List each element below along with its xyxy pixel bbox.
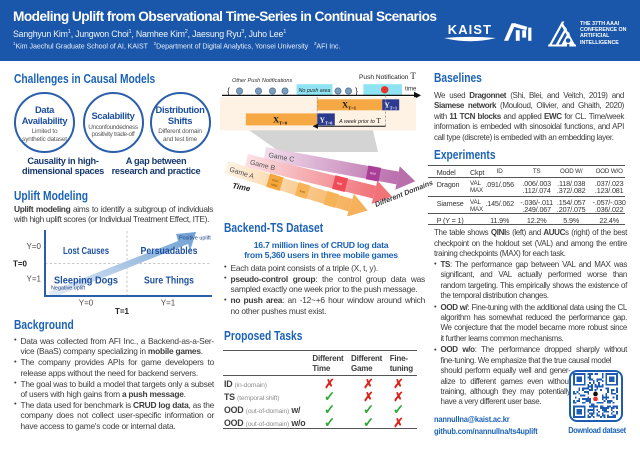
svg-text:Push Notification T: Push Notification T <box>359 71 416 81</box>
svg-text:Other Push Notifications: Other Push Notifications <box>232 78 293 84</box>
svg-text:T=1: T=1 <box>115 307 130 316</box>
svg-text:}: } <box>355 86 358 96</box>
svg-text:valid: valid <box>270 182 278 188</box>
svg-text:YT=1: YT=1 <box>384 101 397 111</box>
svg-text:No push area: No push area <box>299 88 331 94</box>
svg-text:Persuadables: Persuadables <box>141 246 198 257</box>
svg-text:A week prior to T: A week prior to T <box>338 116 381 125</box>
svg-text:Positive uplift: Positive uplift <box>179 236 211 242</box>
svg-text:Sleeping Dogs: Sleeping Dogs <box>54 276 118 287</box>
svg-text:Negative uplift: Negative uplift <box>51 286 86 292</box>
svg-text:test: test <box>370 171 376 176</box>
svg-text:XT=0: XT=0 <box>273 114 288 125</box>
svg-text:test: test <box>336 181 342 186</box>
svg-text:Sure Things: Sure Things <box>144 276 194 287</box>
svg-text:time: time <box>405 87 417 93</box>
svg-text:XT=1: XT=1 <box>342 100 357 111</box>
svg-text:train: train <box>272 178 279 184</box>
svg-text:{: { <box>227 86 230 96</box>
svg-text:Lost Causes: Lost Causes <box>63 246 109 257</box>
svg-text:Y=0: Y=0 <box>79 299 94 308</box>
svg-text:Time: Time <box>232 181 252 193</box>
svg-text:Y=1: Y=1 <box>27 275 42 284</box>
svg-text:Game C: Game C <box>268 152 295 164</box>
svg-text:Y=1: Y=1 <box>161 299 176 308</box>
svg-text:YT=0: YT=0 <box>320 115 333 125</box>
svg-text:Y=0: Y=0 <box>27 242 42 251</box>
svg-text:T=0: T=0 <box>13 260 28 269</box>
svg-text:test: test <box>299 189 305 194</box>
